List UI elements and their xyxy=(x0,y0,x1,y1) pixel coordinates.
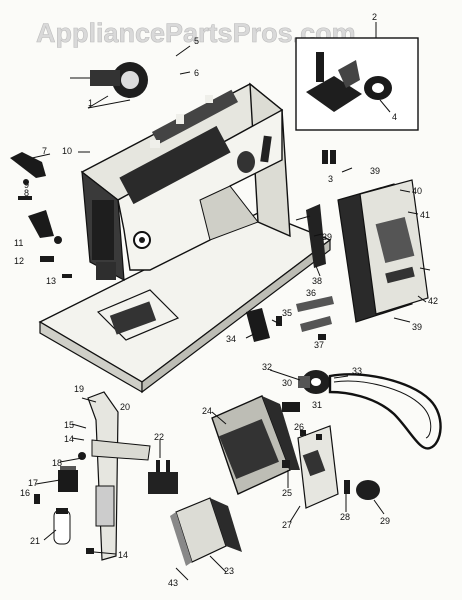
machine-base xyxy=(38,211,332,394)
callout-35: 35 xyxy=(282,308,292,318)
part-23-control-box xyxy=(170,497,242,566)
machine-arm xyxy=(80,82,291,271)
callout-37: 37 xyxy=(314,340,324,350)
callout-27: 27 xyxy=(282,520,292,530)
callout-31: 31 xyxy=(312,400,322,410)
callout-25: 25 xyxy=(282,488,292,498)
part-41-motor-bracket xyxy=(337,179,429,323)
callout-10: 10 xyxy=(62,146,72,156)
callout-numbers: 1 2 3 4 5 6 7 8 9 10 11 12 13 14 14 15 1… xyxy=(14,12,438,588)
head-end-assembly xyxy=(81,170,151,282)
callout-22: 22 xyxy=(154,432,164,442)
callout-12: 12 xyxy=(14,256,24,266)
callout-39b: 39 xyxy=(370,166,380,176)
callout-4: 4 xyxy=(392,112,397,122)
callout-39c: 39 xyxy=(412,322,422,332)
callout-30: 30 xyxy=(282,378,292,388)
callout-1: 1 xyxy=(88,98,93,108)
callout-16: 16 xyxy=(20,488,30,498)
callout-18: 18 xyxy=(52,458,62,468)
callout-15: 15 xyxy=(64,420,74,430)
callout-13: 13 xyxy=(46,276,56,286)
callout-14a: 14 xyxy=(64,434,74,444)
leader-lines xyxy=(31,22,431,581)
callout-36: 36 xyxy=(306,288,316,298)
callout-40: 40 xyxy=(412,186,422,196)
callout-34: 34 xyxy=(226,334,236,344)
callout-24: 24 xyxy=(202,406,212,416)
callout-41: 41 xyxy=(420,210,430,220)
callout-17: 17 xyxy=(28,478,38,488)
callout-26: 26 xyxy=(294,422,304,432)
callout-23: 23 xyxy=(224,566,234,576)
callout-2: 2 xyxy=(372,12,377,22)
callout-6: 6 xyxy=(194,68,199,78)
callout-21: 21 xyxy=(30,536,40,546)
part-19-bobbin-winder-arm xyxy=(87,391,151,561)
callout-14b: 14 xyxy=(118,550,128,560)
watermark-text: AppliancePartsPros.com xyxy=(36,18,356,48)
inset-bobbin-assembly xyxy=(295,37,419,131)
part-30-pulley xyxy=(298,370,330,394)
parts-34-37-middle xyxy=(246,296,334,342)
callout-5: 5 xyxy=(194,36,199,46)
callout-43: 43 xyxy=(168,578,178,588)
part-1-tension-knob xyxy=(70,62,148,98)
part-27-switch-plate xyxy=(297,425,339,509)
part-22-plug xyxy=(148,460,178,494)
callout-8: 8 xyxy=(24,188,29,198)
part-33-belt xyxy=(328,373,442,450)
callout-29: 29 xyxy=(380,516,390,526)
callout-19: 19 xyxy=(74,384,84,394)
callout-20: 20 xyxy=(120,402,130,412)
parts-small-lower-left xyxy=(34,452,94,554)
parts-small-lower-right xyxy=(282,430,380,500)
part-24-motor xyxy=(211,395,300,495)
part-3-clip xyxy=(322,150,336,164)
callout-9: 9 xyxy=(24,180,29,190)
left-linkage-parts xyxy=(10,152,72,278)
callout-28: 28 xyxy=(340,512,350,522)
callout-39a: 39 xyxy=(322,232,332,242)
callout-38: 38 xyxy=(312,276,322,286)
callout-11: 11 xyxy=(14,238,23,248)
callout-42: 42 xyxy=(428,296,438,306)
callout-33: 33 xyxy=(352,366,362,376)
callout-32: 32 xyxy=(262,362,272,372)
callout-3: 3 xyxy=(328,174,333,184)
callout-7: 7 xyxy=(42,146,47,156)
